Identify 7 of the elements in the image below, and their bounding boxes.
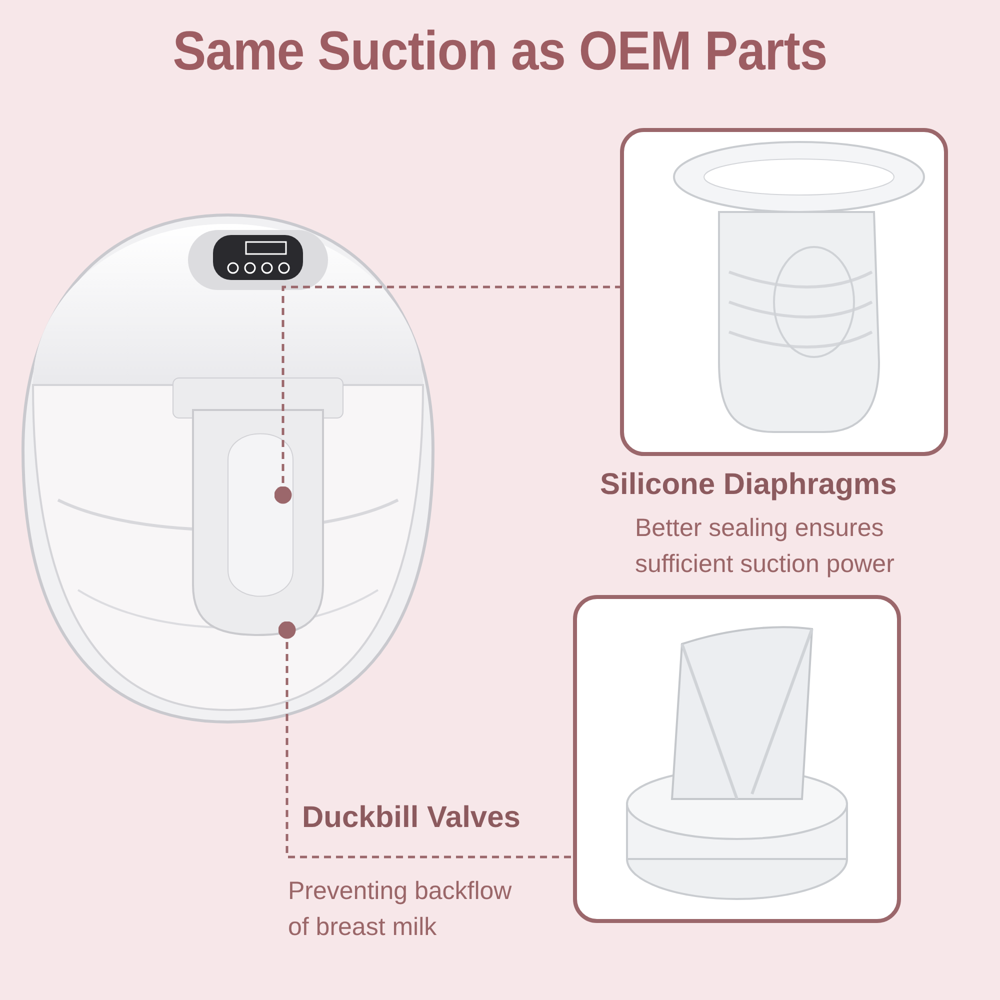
leader-line bbox=[278, 621, 573, 858]
part-description: Preventing backflow of breast milk bbox=[288, 876, 513, 943]
part-description: Better sealing ensures sufficient suction power bbox=[635, 513, 896, 580]
leader-line bbox=[274, 286, 620, 504]
heading: Same Suction as OEM Parts bbox=[172, 19, 828, 83]
part-name: Duckbill Valves bbox=[302, 801, 520, 835]
part-name: Silicone Diaphragms bbox=[600, 468, 897, 502]
